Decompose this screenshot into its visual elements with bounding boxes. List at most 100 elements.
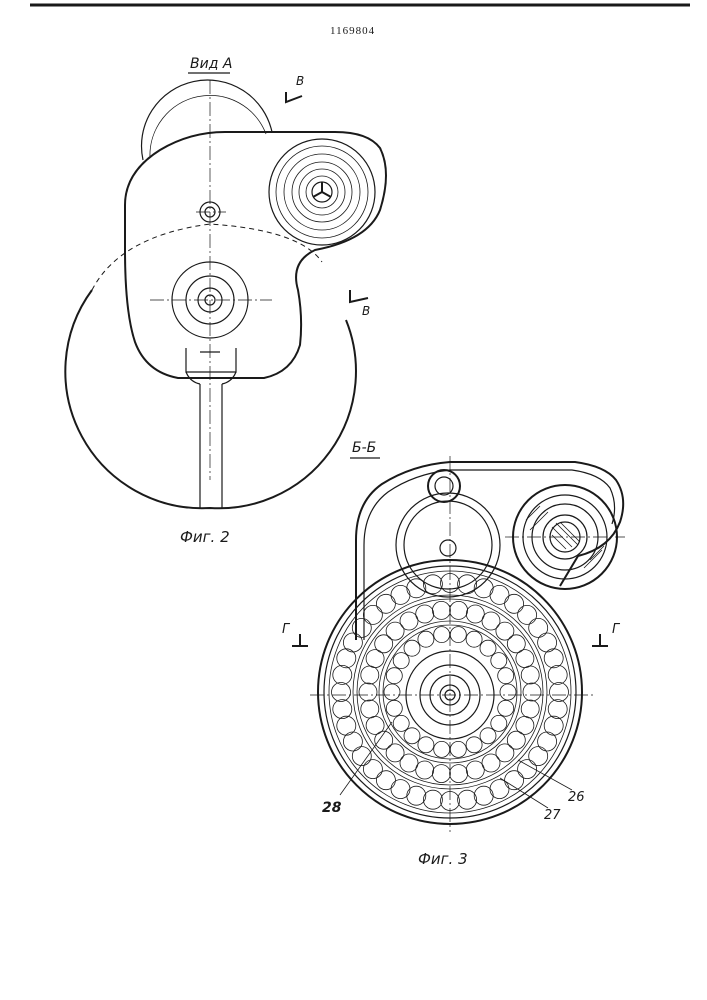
- fig3-ball-ring-1-ball: [343, 633, 362, 652]
- fig3-ball-ring-2-ball: [482, 754, 500, 772]
- fig2-caption: Фиг. 2: [180, 528, 230, 546]
- fig3-ball-ring-3-ball: [498, 700, 514, 716]
- fig3-cut-mark-right: [592, 634, 608, 646]
- fig3-roll-outer-2: [324, 566, 576, 818]
- fig3-ball-ring-1-ball: [458, 790, 477, 809]
- fig3-ball-ring-3-ball: [450, 741, 466, 757]
- fig2-section-arrow-top: [286, 92, 302, 102]
- fig3-ball-ring-2-ball: [507, 731, 525, 749]
- fig3-ball-ring-3-ball: [434, 627, 450, 643]
- fig3-ball-ring-1-ball: [548, 665, 567, 684]
- fig3-ball-ring-3-ball: [434, 741, 450, 757]
- fig3-ball-ring-3-ball: [386, 700, 402, 716]
- fig3-ball-ring-1-ball: [529, 747, 548, 766]
- fig3-ball-ring-1-ball: [518, 605, 537, 624]
- fig3-ball-ring-3-ball: [384, 684, 400, 700]
- fig3-ball-ring-1-ball: [423, 575, 442, 594]
- fig3-cut-mark-left: [292, 634, 308, 646]
- fig2-section-mark-bottom: В: [362, 304, 370, 318]
- fig3-ball-ring-2-ball: [432, 765, 450, 783]
- fig3-ball-ring-1-ball: [548, 700, 567, 719]
- fig2-view-label: Вид А: [190, 56, 232, 72]
- fig3-callout-28: 28: [322, 800, 341, 816]
- fig3-ball-ring-3-ball: [480, 640, 496, 656]
- fig3-ball-ring-3-ball: [480, 728, 496, 744]
- fig3-ball-ring-1-ball: [529, 618, 548, 637]
- fig3-ball-ring-1-ball: [376, 771, 395, 790]
- fig3-ball-ring-2-ball: [466, 761, 484, 779]
- fig3-ball-ring-1-ball: [333, 665, 352, 684]
- fig2-section-mark-top: В: [296, 74, 304, 88]
- fig3-leader-27: [500, 778, 548, 808]
- fig3-ball-ring-3-ball: [450, 627, 466, 643]
- fig2-section-arrow-bottom: [350, 290, 368, 302]
- fig3-ball-ring-1-ball: [376, 594, 395, 613]
- fig3-ball-ring-2-ball: [359, 683, 377, 701]
- fig3-ball-ring-2-ball: [386, 744, 404, 762]
- fig3-top-pivot-outer: [428, 470, 460, 502]
- fig3-ball-ring-2-ball: [496, 744, 514, 762]
- fig3-ball-ring-2-ball: [450, 765, 468, 783]
- fig3-ball-ring-2-ball: [361, 700, 379, 718]
- fig3-ball-ring-3-ball: [404, 640, 420, 656]
- fig3-ball-ring-2-ball: [466, 605, 484, 623]
- fig3-callout-26: 26: [568, 790, 585, 805]
- figure-2-drawing: [65, 73, 386, 508]
- fig3-ball-ring-3-ball: [404, 728, 420, 744]
- fig3-ball-ring-2-ball: [366, 716, 384, 734]
- fig3-ball-ring-1-ball: [332, 683, 351, 702]
- fig3-ball-ring-3-ball: [393, 653, 409, 669]
- fig3-ball-ring-2-ball: [516, 650, 534, 668]
- fig3-ball-ring-1-ball: [363, 760, 382, 779]
- fig3-ball-ring-2-ball: [400, 754, 418, 772]
- fig3-ball-ring-3-ball: [491, 715, 507, 731]
- fig3-ball-ring-2-ball: [416, 761, 434, 779]
- fig3-ball-ring-1-ball: [505, 594, 524, 613]
- fig3-ball-ring-1-ball: [352, 747, 371, 766]
- fig3-ball-ring-2-ball: [386, 622, 404, 640]
- fig3-ball-ring-3-ball: [466, 631, 482, 647]
- fig3-ball-ring-3-ball: [466, 737, 482, 753]
- fig2-large-disc: [65, 290, 356, 508]
- fig3-ball-ring-1-ball: [333, 700, 352, 719]
- fig3-ball-ring-2-ball: [375, 635, 393, 653]
- fig3-ball-ring-3-ball: [491, 653, 507, 669]
- fig3-ball-ring-1-ball: [391, 780, 410, 799]
- fig3-ball-ring-2-ball: [450, 601, 468, 619]
- fig2-housing-outline: [125, 132, 386, 378]
- fig3-ball-ring-1-ball: [337, 716, 356, 735]
- fig3-ball-ring-3-ball: [386, 668, 402, 684]
- fig3-caption: Фиг. 3: [418, 850, 468, 868]
- fig3-roll-band-2: [357, 599, 543, 785]
- fig3-pulley-pin: [440, 540, 456, 556]
- fig3-ball-ring-2-ball: [482, 612, 500, 630]
- fig3-ball-ring-1-ball: [423, 790, 442, 809]
- fig3-ball-ring-3-ball: [418, 737, 434, 753]
- fig3-callout-27: 27: [544, 808, 561, 823]
- fig3-cut-mark-right-label: Г: [612, 622, 619, 637]
- fig2-top-handle-arc-inner: [150, 95, 266, 158]
- fig3-ball-ring-1-ball: [550, 683, 569, 702]
- fig3-ball-ring-3-ball: [500, 684, 516, 700]
- patent-number: 1169804: [330, 25, 375, 37]
- fig3-ball-ring-2-ball: [523, 683, 541, 701]
- fig3-ball-ring-2-ball: [416, 605, 434, 623]
- fig3-ball-ring-2-ball: [521, 666, 539, 684]
- fig3-ball-ring-3-ball: [393, 715, 409, 731]
- fig3-ball-ring-2-ball: [521, 700, 539, 718]
- fig3-ball-ring-1-ball: [544, 649, 563, 668]
- fig3-ball-ring-1-ball: [538, 732, 557, 751]
- fig3-ball-ring-2-ball: [496, 622, 514, 640]
- fig3-cut-mark-left-label: Г: [282, 622, 289, 637]
- fig3-ball-ring-3-ball: [418, 631, 434, 647]
- fig3-ball-ring-3-ball: [498, 668, 514, 684]
- fig3-ball-ring-1-ball: [407, 579, 426, 598]
- fig3-pulley-outer: [396, 493, 500, 597]
- fig3-ball-ring-2-ball: [361, 666, 379, 684]
- fig3-leader-28: [340, 722, 392, 795]
- fig3-ball-ring-1-ball: [490, 585, 509, 604]
- fig3-ball-ring-1-ball: [363, 605, 382, 624]
- fig3-ball-ring-2-ball: [432, 601, 450, 619]
